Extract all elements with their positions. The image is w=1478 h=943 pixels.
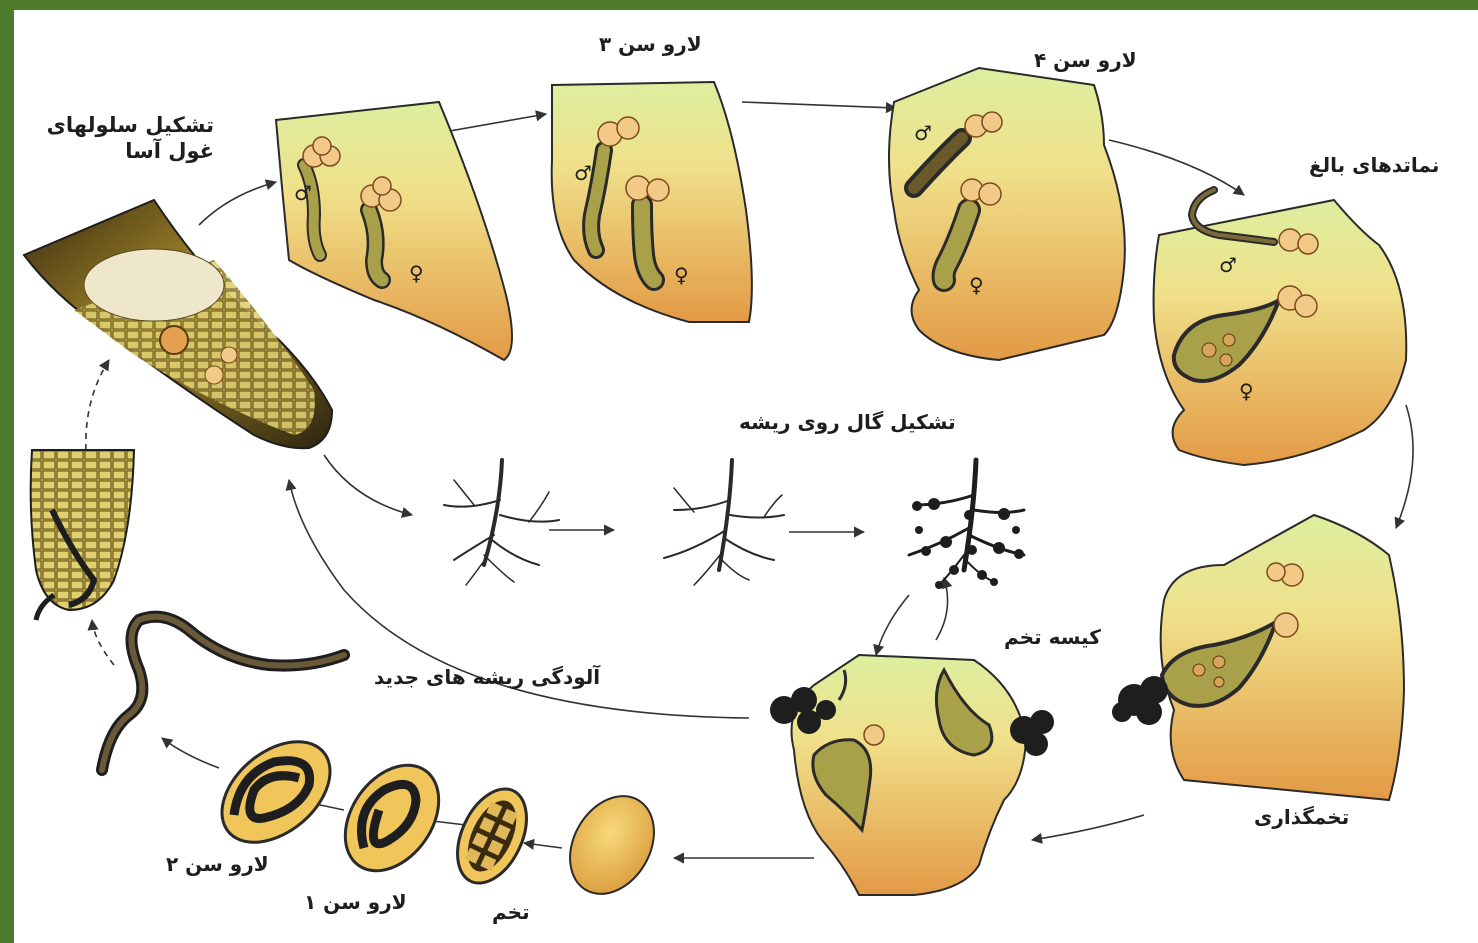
arrow-rootcap-to-stage1 <box>199 182 276 225</box>
male-symbol: ♂ <box>1219 253 1237 277</box>
new-root-infection-label: آلودگی ریشه های جدید <box>374 665 600 690</box>
larva-3-label: لارو سن ۳ <box>599 32 702 57</box>
tissue-stage-gall <box>770 655 1054 895</box>
egg-label: تخم <box>492 900 530 925</box>
larva-4-label: لارو سن ۴ <box>1034 48 1137 73</box>
egg-single-cell-icon <box>553 781 671 909</box>
arrow-laying-to-gall <box>1032 815 1144 840</box>
male-symbol: ♂ <box>914 121 932 145</box>
root-tip-invasion-icon <box>31 450 134 620</box>
larva-2-label: لارو سن ۲ <box>166 852 269 877</box>
egg-sac-label: کیسه تخم <box>1004 625 1101 650</box>
arrow-stage3-to-adult <box>1109 140 1244 195</box>
diagram-frame: ♂ ♀ ♂ ♀ ♂ ♀ ♂ ♀ تشکیل سلولهای غول آسا لا… <box>14 10 1478 943</box>
male-symbol: ♂ <box>574 161 592 185</box>
female-symbol: ♀ <box>969 273 984 297</box>
healthy-root-system-2-icon <box>664 460 784 585</box>
arrow-stage2-to-stage3 <box>742 102 896 108</box>
arrow-roottip-to-rootcap <box>86 360 109 450</box>
egg-larva-1-icon <box>326 748 458 889</box>
tissue-stage-egg-laying <box>1112 515 1404 800</box>
adult-nematodes-label: نماتدهای بالغ <box>1309 153 1439 178</box>
arrow-rootcap-to-roots <box>324 455 412 515</box>
healthy-root-system-1-icon <box>444 460 559 585</box>
arrow-larva2-to-juvenile <box>162 738 219 768</box>
egg-sac-icon <box>1112 676 1168 725</box>
larva-1-label: لارو سن ۱ <box>304 890 407 915</box>
egg-dividing-icon <box>444 778 541 894</box>
tissue-stage-larva-3 <box>552 82 752 322</box>
giant-cells-label: تشکیل سلولهای غول آسا <box>14 112 214 165</box>
arrow-stage1-to-stage2 <box>444 114 546 132</box>
arrow-galled-roots-to-gall <box>876 595 909 655</box>
male-symbol: ♂ <box>294 181 312 205</box>
egg-laying-label: تخمگذاری <box>1254 805 1349 830</box>
gall-formation-label: تشکیل گال روی ریشه <box>739 410 956 435</box>
female-symbol: ♀ <box>409 261 424 285</box>
arrow-adult-to-laying <box>1396 405 1413 528</box>
tissue-stage-1 <box>276 102 512 360</box>
arrow-egg-to-egg2 <box>524 843 562 848</box>
life-cycle-diagram: ♂ ♀ ♂ ♀ ♂ ♀ ♂ ♀ <box>14 10 1478 943</box>
galled-root-system-icon <box>909 460 1024 589</box>
tissue-stage-adult <box>1154 190 1407 465</box>
tissue-stage-larva-4 <box>889 68 1125 360</box>
female-symbol: ♀ <box>674 263 689 287</box>
arrow-juvenile-to-roottip <box>92 620 114 665</box>
egg-larva-2-icon <box>203 722 349 863</box>
female-symbol: ♀ <box>1239 379 1254 403</box>
